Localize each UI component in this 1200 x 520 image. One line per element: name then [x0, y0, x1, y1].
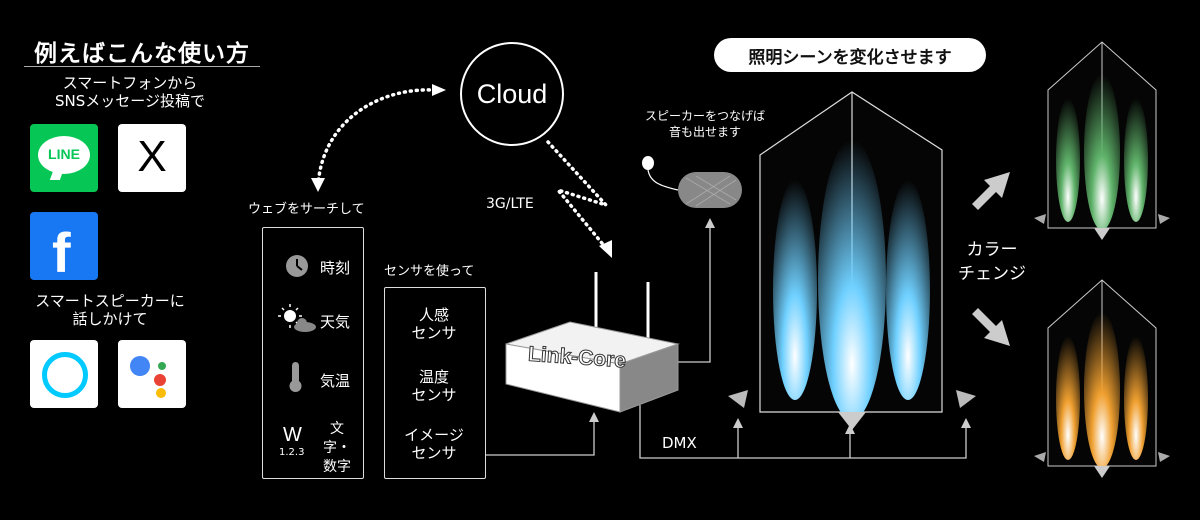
web-item-time: 時刻: [320, 259, 351, 277]
sensor-temperature-line1: 温度: [418, 368, 449, 386]
web-item-weather: 天気: [320, 313, 351, 331]
speaker-caption: スマートスピーカーに 話しかけて: [10, 292, 210, 328]
smartphone-caption-line2: SNSメッセージ投稿で: [55, 92, 205, 110]
text-number-icon: W: [283, 424, 302, 446]
text-number-icon-sub: 1.2.3: [279, 447, 305, 458]
line-app-icon[interactable]: LINE: [30, 124, 98, 192]
x-app-icon[interactable]: X: [118, 124, 186, 192]
orange-lighting-scene: [1034, 279, 1170, 478]
sensor-motion-line1: 人感: [418, 306, 449, 324]
sensor-motion-line2: センサ: [411, 324, 457, 342]
heading-divider: [24, 66, 260, 67]
sensor-image-line1: イメージ: [404, 426, 464, 444]
alexa-app-icon[interactable]: [30, 340, 98, 408]
speaker-caption-line2: 話しかけて: [72, 310, 148, 328]
link-core-device: [505, 272, 680, 413]
color-change-label: カラー チェンジ: [952, 238, 1032, 286]
speaker-icon: [678, 172, 742, 208]
google-assistant-app-icon[interactable]: [118, 340, 186, 408]
sensor-temperature: 温度 センサ: [384, 368, 484, 404]
dmx-label: DMX: [662, 434, 697, 452]
web-item-temperature: 気温: [320, 372, 351, 390]
speaker-caption-line1: スマートスピーカーに: [35, 292, 185, 310]
sensor-image: イメージ センサ: [384, 426, 484, 462]
weather-icon: [278, 304, 316, 332]
speaker-note: スピーカーをつなげば 音も出せます: [628, 108, 782, 140]
smartphone-caption: スマートフォンから SNSメッセージ投稿で: [30, 74, 230, 110]
sensor-to-device-line: [486, 420, 595, 456]
scene-change-banner: 照明シーンを変化させます: [714, 38, 986, 72]
cloud-label: Cloud: [476, 78, 548, 109]
sensor-motion: 人感 センサ: [384, 306, 484, 342]
web-search-panel: [262, 227, 364, 479]
facebook-app-label: f: [52, 221, 71, 280]
arrow-up-right-icon: [972, 172, 1010, 210]
x-app-label: X: [137, 132, 167, 181]
sensor-image-line2: センサ: [411, 444, 457, 462]
color-change-line2: チェンジ: [958, 264, 1026, 284]
network-label: 3G/LTE: [486, 196, 534, 212]
line-app-label: LINE: [48, 146, 80, 162]
dmx-line: [639, 405, 738, 459]
green-lighting-scene: [1034, 41, 1170, 240]
scene-change-label: 照明シーンを変化させます: [748, 47, 952, 68]
arrow-down-right-icon: [972, 308, 1010, 346]
speaker-note-line1: スピーカーをつなげば: [644, 109, 765, 123]
page-heading: 例えばこんな使い方: [34, 41, 250, 67]
smartphone-caption-line1: スマートフォンから: [62, 74, 198, 92]
lte-dotted-link: [546, 140, 612, 250]
main-lighting-scene: [728, 91, 976, 430]
speaker-note-line2: 音も出せます: [668, 125, 741, 139]
web-search-label: ウェブをサーチして: [248, 202, 365, 217]
sensor-label: センサを使って: [384, 264, 475, 279]
thermometer-icon: [289, 362, 302, 392]
device-to-speaker-line: [678, 226, 711, 363]
color-change-line1: カラー: [966, 240, 1018, 260]
web-item-text-number: 文字・数字: [323, 421, 351, 475]
cloud-node: Cloud: [460, 42, 564, 146]
clock-icon: [286, 255, 308, 277]
cloud-web-dotted-link: [316, 88, 434, 188]
sensor-temperature-line2: センサ: [411, 386, 457, 404]
facebook-app-icon[interactable]: f: [30, 212, 98, 280]
sensor-panel: [384, 287, 486, 479]
